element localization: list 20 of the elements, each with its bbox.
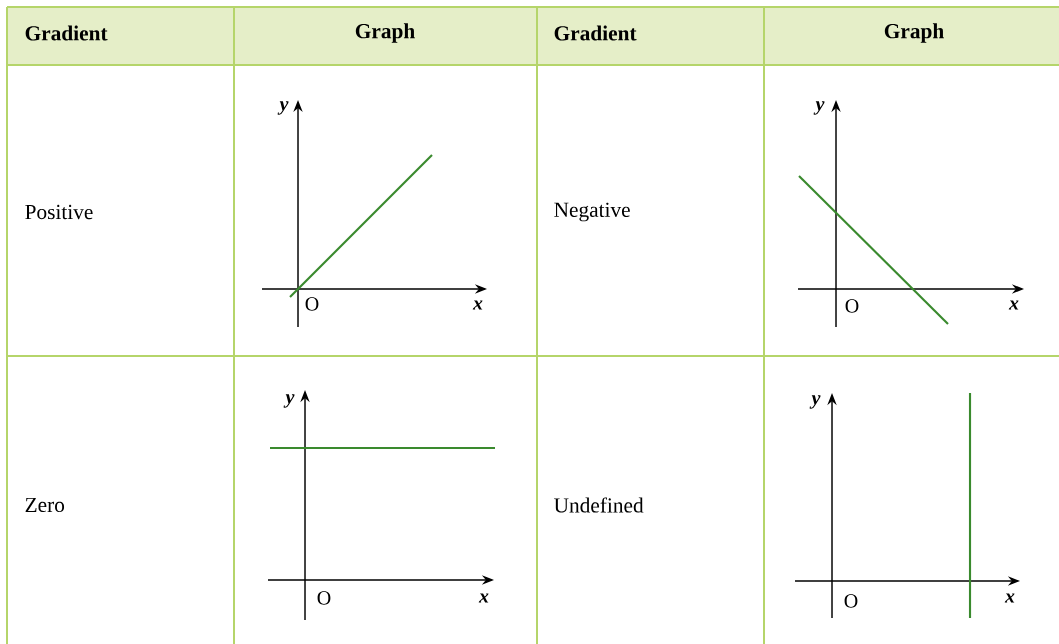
cell-text: Negative bbox=[554, 202, 630, 222]
header-text: Gradient bbox=[25, 25, 108, 41]
header-text: Graph bbox=[355, 23, 415, 43]
cell-text: Positive bbox=[25, 204, 93, 220]
axis-label: x bbox=[1004, 593, 1015, 603]
axis-label: y bbox=[283, 394, 295, 408]
origin-label: O bbox=[844, 594, 858, 608]
cell-text: Zero bbox=[25, 497, 65, 513]
origin-label: O bbox=[845, 299, 859, 313]
origin-label: O bbox=[305, 297, 319, 311]
cell-text: Undefined bbox=[554, 497, 644, 513]
axis-label: y bbox=[277, 101, 289, 115]
header-text: Graph bbox=[884, 23, 944, 43]
axis-label: y bbox=[809, 395, 821, 409]
axis-label: y bbox=[813, 101, 825, 115]
header-text: Gradient bbox=[554, 25, 637, 41]
axis-label: x bbox=[472, 300, 483, 310]
origin-label: O bbox=[317, 591, 331, 605]
axis-label: x bbox=[478, 593, 489, 603]
axis-label: x bbox=[1008, 300, 1019, 310]
